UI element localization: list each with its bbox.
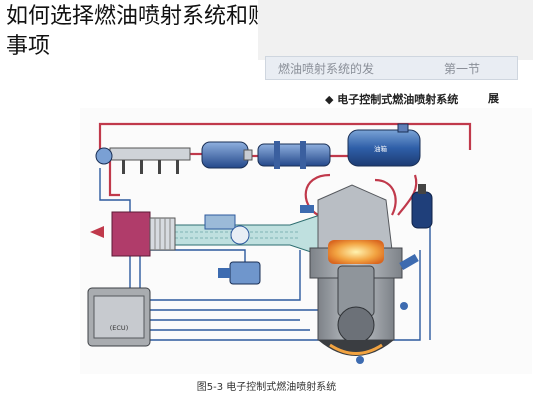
signal-wire-1: [150, 250, 301, 301]
fuel-tank-label: 油箱: [374, 144, 388, 153]
figure-caption: 图5-3 电子控制式燃油喷射系统: [196, 382, 337, 393]
fuel-filter: [201, 141, 253, 169]
ecu-label: (ECU): [110, 324, 128, 332]
banner-section-number: 燃油喷射系统的发: [278, 62, 375, 76]
throttle-body: [218, 261, 261, 285]
ignition-coil: [411, 184, 433, 229]
engine: [309, 184, 403, 356]
coolant-sensor-icon: [400, 302, 408, 310]
fuel-tank: 油箱: [347, 123, 421, 167]
sensors: [300, 205, 419, 364]
section-side-label: 展: [488, 92, 499, 105]
fuel-rail: [95, 147, 191, 174]
fuel-line-engine-right: [374, 178, 397, 216]
section-banner: 燃油喷射系统的发 第一节: [265, 56, 518, 80]
scanned-header-background: [258, 0, 533, 60]
ecu-unit: (ECU): [87, 287, 151, 347]
banner-section-label: 第一节: [444, 62, 481, 76]
injector-icon: [300, 205, 314, 213]
signal-wire-5: [150, 250, 421, 341]
air-inlet-arrow-icon: [90, 226, 104, 238]
fuel-line-rail-injector: [108, 160, 120, 197]
air-intake: [174, 214, 321, 256]
oxygen-sensor-icon: [399, 254, 419, 270]
section-heading: ◆ 电子控制式燃油喷射系统: [325, 93, 459, 106]
fuel-pump: [257, 141, 331, 169]
crank-sensor-icon: [356, 356, 364, 364]
air-filter: [90, 211, 176, 257]
fuel-return-line: [98, 122, 472, 150]
